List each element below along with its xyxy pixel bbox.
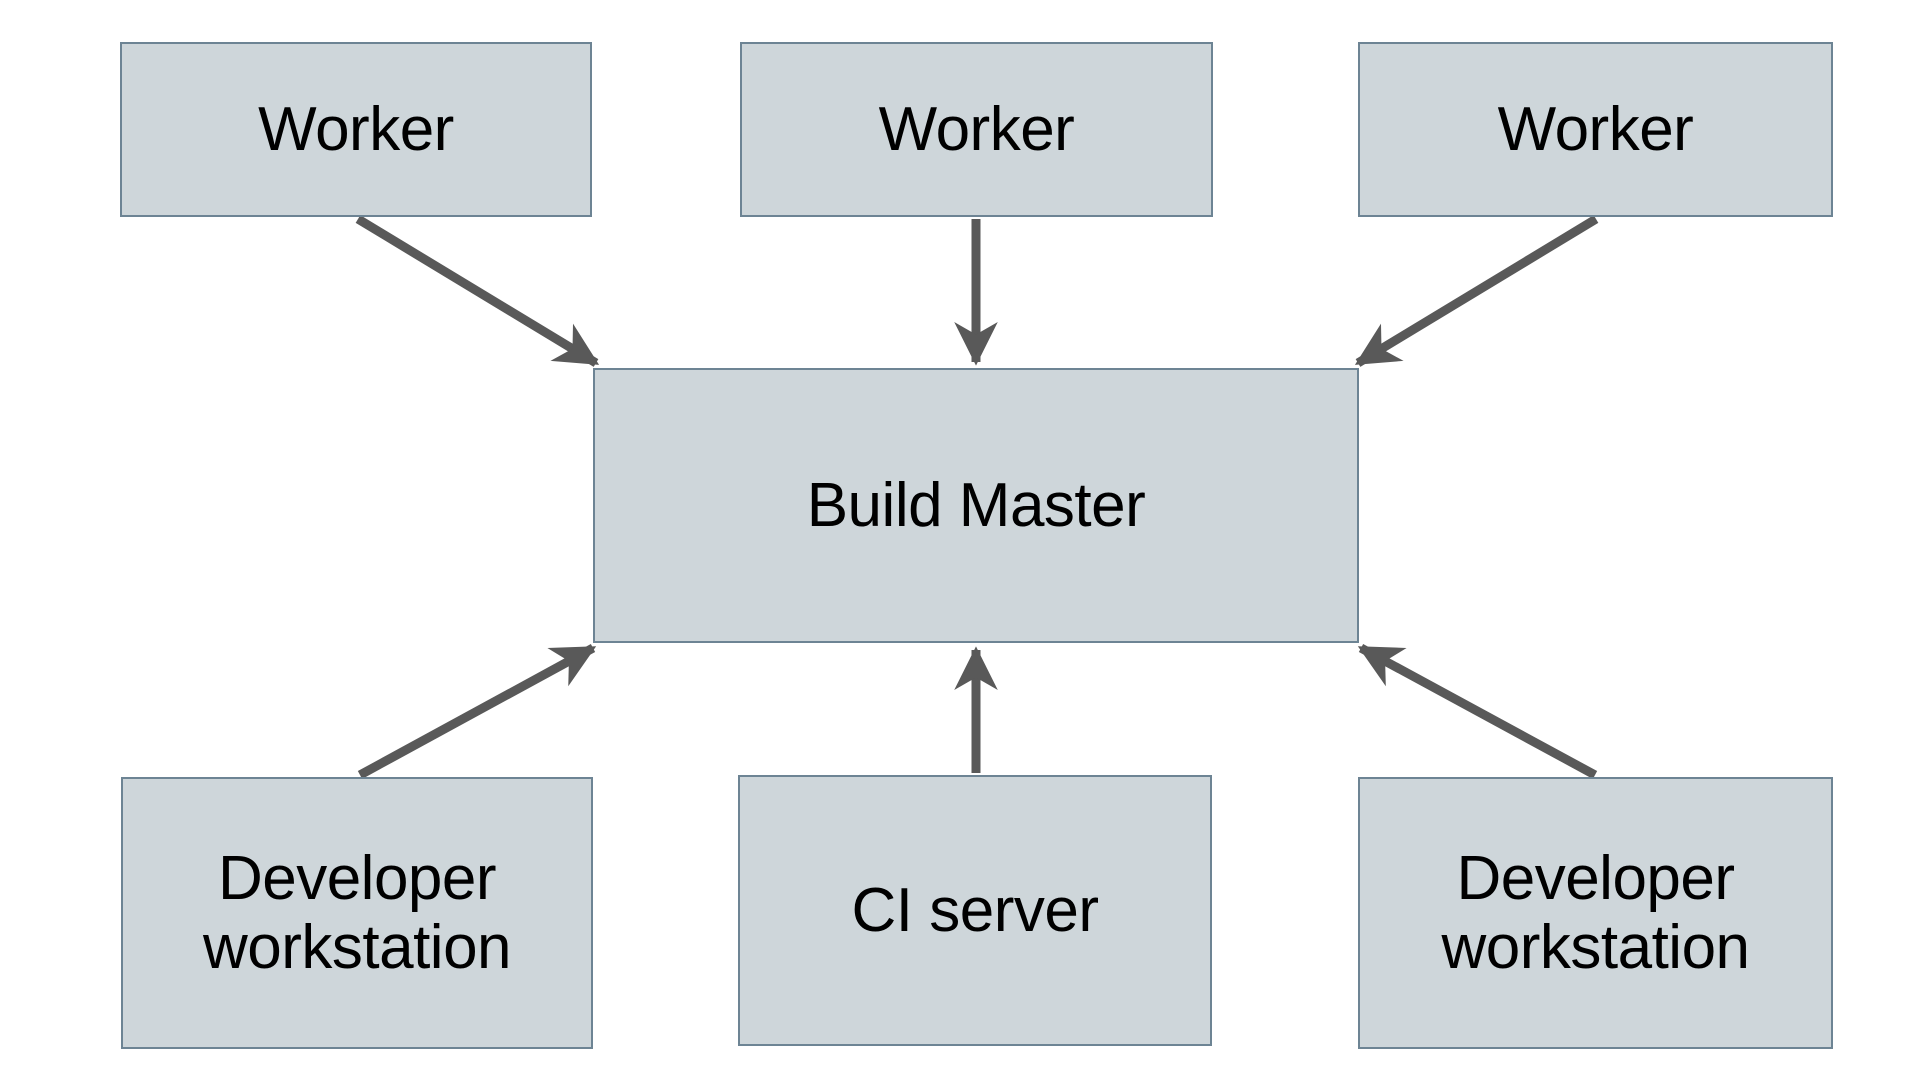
edge-dev-left-to-master: [357, 644, 597, 779]
node-worker-1-label: Worker: [258, 94, 454, 164]
node-ci-server[interactable]: CI server: [738, 775, 1212, 1046]
node-worker-1[interactable]: Worker: [120, 42, 592, 217]
node-build-master-label: Build Master: [806, 470, 1146, 540]
node-worker-3-label: Worker: [1497, 94, 1694, 164]
edge-dev-right-to-master: [1357, 644, 1598, 779]
node-build-master[interactable]: Build Master: [593, 368, 1359, 643]
node-dev-workstation-right[interactable]: Developer workstation: [1358, 777, 1833, 1049]
edge-worker-1-to-master: [355, 215, 600, 367]
node-worker-3[interactable]: Worker: [1358, 42, 1833, 217]
node-dev-workstation-right-label: Developer workstation: [1441, 843, 1750, 982]
node-ci-server-label: CI server: [851, 875, 1099, 945]
node-worker-2[interactable]: Worker: [740, 42, 1213, 217]
node-worker-2-label: Worker: [878, 94, 1075, 164]
edge-worker-3-to-master: [1354, 215, 1599, 367]
node-dev-workstation-left[interactable]: Developer workstation: [121, 777, 593, 1049]
node-dev-workstation-left-label: Developer workstation: [202, 843, 512, 982]
